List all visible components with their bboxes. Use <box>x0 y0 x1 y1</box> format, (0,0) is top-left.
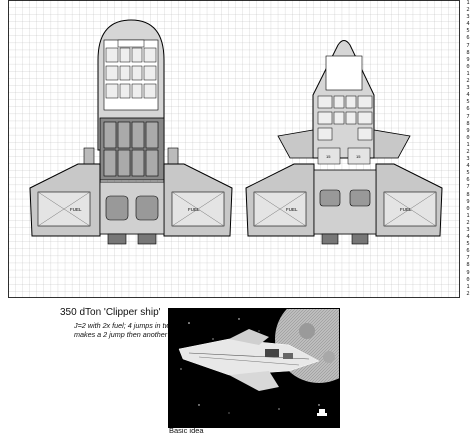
illustration-caption: Basic idea <box>169 426 204 435</box>
ruler-digit: 1 <box>466 212 470 219</box>
ruler-digit: 2 <box>466 7 470 14</box>
ruler-digit: 0 <box>466 63 470 70</box>
ruler-digit: 5 <box>466 241 470 248</box>
small-fuel-label-2: 15 <box>356 154 361 159</box>
jump-note: J=2 with 2x fuel; 4 jumps in two weeks m… <box>60 321 250 339</box>
ruler-digit: 4 <box>466 21 470 28</box>
ruler-digit: 2 <box>466 290 470 297</box>
ruler-digit: 1 <box>466 141 470 148</box>
ruler-digit: 9 <box>466 56 470 63</box>
ruler-digit: 6 <box>466 35 470 42</box>
ruler-digit: 8 <box>466 191 470 198</box>
ship-illustration <box>168 308 340 428</box>
ruler-digit: 8 <box>466 49 470 56</box>
ruler-digit: 0 <box>466 205 470 212</box>
ruler-digit: 4 <box>466 234 470 241</box>
ruler-digit: 3 <box>466 227 470 233</box>
ruler-digit: 0 <box>466 276 470 283</box>
ruler-digit: 8 <box>466 262 470 269</box>
ruler-digit: 9 <box>466 269 470 276</box>
ruler-digit: 5 <box>466 170 470 177</box>
ruler-digit: 5 <box>466 28 470 35</box>
ruler-digit: 6 <box>466 248 470 255</box>
jump-note-line-2: makes a 2 jump then another 2. <box>74 330 176 339</box>
ruler-digit: 4 <box>466 163 470 170</box>
ruler-digit: 8 <box>466 120 470 127</box>
ruler-digit: 2 <box>466 78 470 85</box>
ruler-digit: 0 <box>466 134 470 141</box>
fuel-label-2: FUEL <box>188 207 200 212</box>
jump-note-line-1: J=2 with 2x fuel; 4 jumps in two weeks <box>74 321 197 330</box>
ruler-digit: 1 <box>466 0 470 6</box>
fuel-label-4: FUEL <box>400 207 412 212</box>
small-fuel-label-1: 15 <box>326 154 331 159</box>
ship-left-deck: FUEL FUEL <box>29 19 233 245</box>
ruler-digit: 3 <box>466 156 470 163</box>
ruler-digit: 5 <box>466 99 470 106</box>
ruler-digit: 7 <box>466 184 470 191</box>
ruler-digit: 1 <box>466 70 470 77</box>
ruler-digit: 7 <box>466 255 470 262</box>
ruler-digit: 2 <box>466 219 470 226</box>
ruler-digit: 7 <box>466 42 470 49</box>
ruler-digit: 1 <box>466 283 470 290</box>
ruler-digit: 6 <box>466 106 470 113</box>
deck-plan-grid: FUEL FUEL 15 15 FUEL <box>8 0 460 298</box>
fuel-label-1: FUEL <box>70 207 82 212</box>
ruler-digit: 9 <box>466 198 470 205</box>
ship-caption: 350 dTon 'Clipper ship' J=2 with 2x fuel… <box>60 307 250 339</box>
ruler-digit: 7 <box>466 113 470 120</box>
ruler-digit: 9 <box>466 127 470 134</box>
fuel-label-3: FUEL <box>286 207 298 212</box>
ruler-digit: 4 <box>466 92 470 99</box>
ruler-digit: 6 <box>466 177 470 184</box>
ship-title: 350 dTon 'Clipper ship' <box>60 307 161 318</box>
ruler-digit: 3 <box>466 14 470 21</box>
ship-right-deck: 15 15 FUEL FUEL <box>245 40 443 245</box>
ruler-digit: 3 <box>466 85 470 92</box>
ruler-digit: 2 <box>466 148 470 155</box>
